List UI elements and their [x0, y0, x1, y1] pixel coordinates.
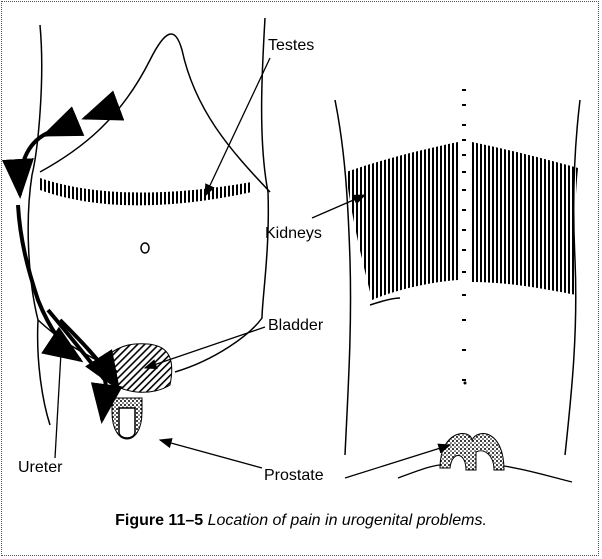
back-kidney-right [472, 142, 578, 295]
front-prostate [112, 398, 142, 439]
figure-caption: Figure 11–5 Location of pain in urogenit… [0, 512, 602, 530]
label-kidneys: Kidneys [265, 226, 322, 242]
label-prostate: Prostate [264, 468, 324, 484]
label-testes: Testes [268, 38, 314, 54]
back-prostate [398, 382, 572, 483]
label-ureter: Ureter [18, 460, 62, 476]
front-kidney-band [40, 178, 252, 205]
caption-text: Location of pain in urogenital problems. [208, 512, 487, 529]
label-bladder: Bladder [268, 318, 323, 334]
spine [462, 90, 466, 380]
bladder-area [100, 344, 172, 393]
back-kidney-left [346, 142, 458, 300]
figure-number: Figure 11–5 [115, 512, 203, 529]
